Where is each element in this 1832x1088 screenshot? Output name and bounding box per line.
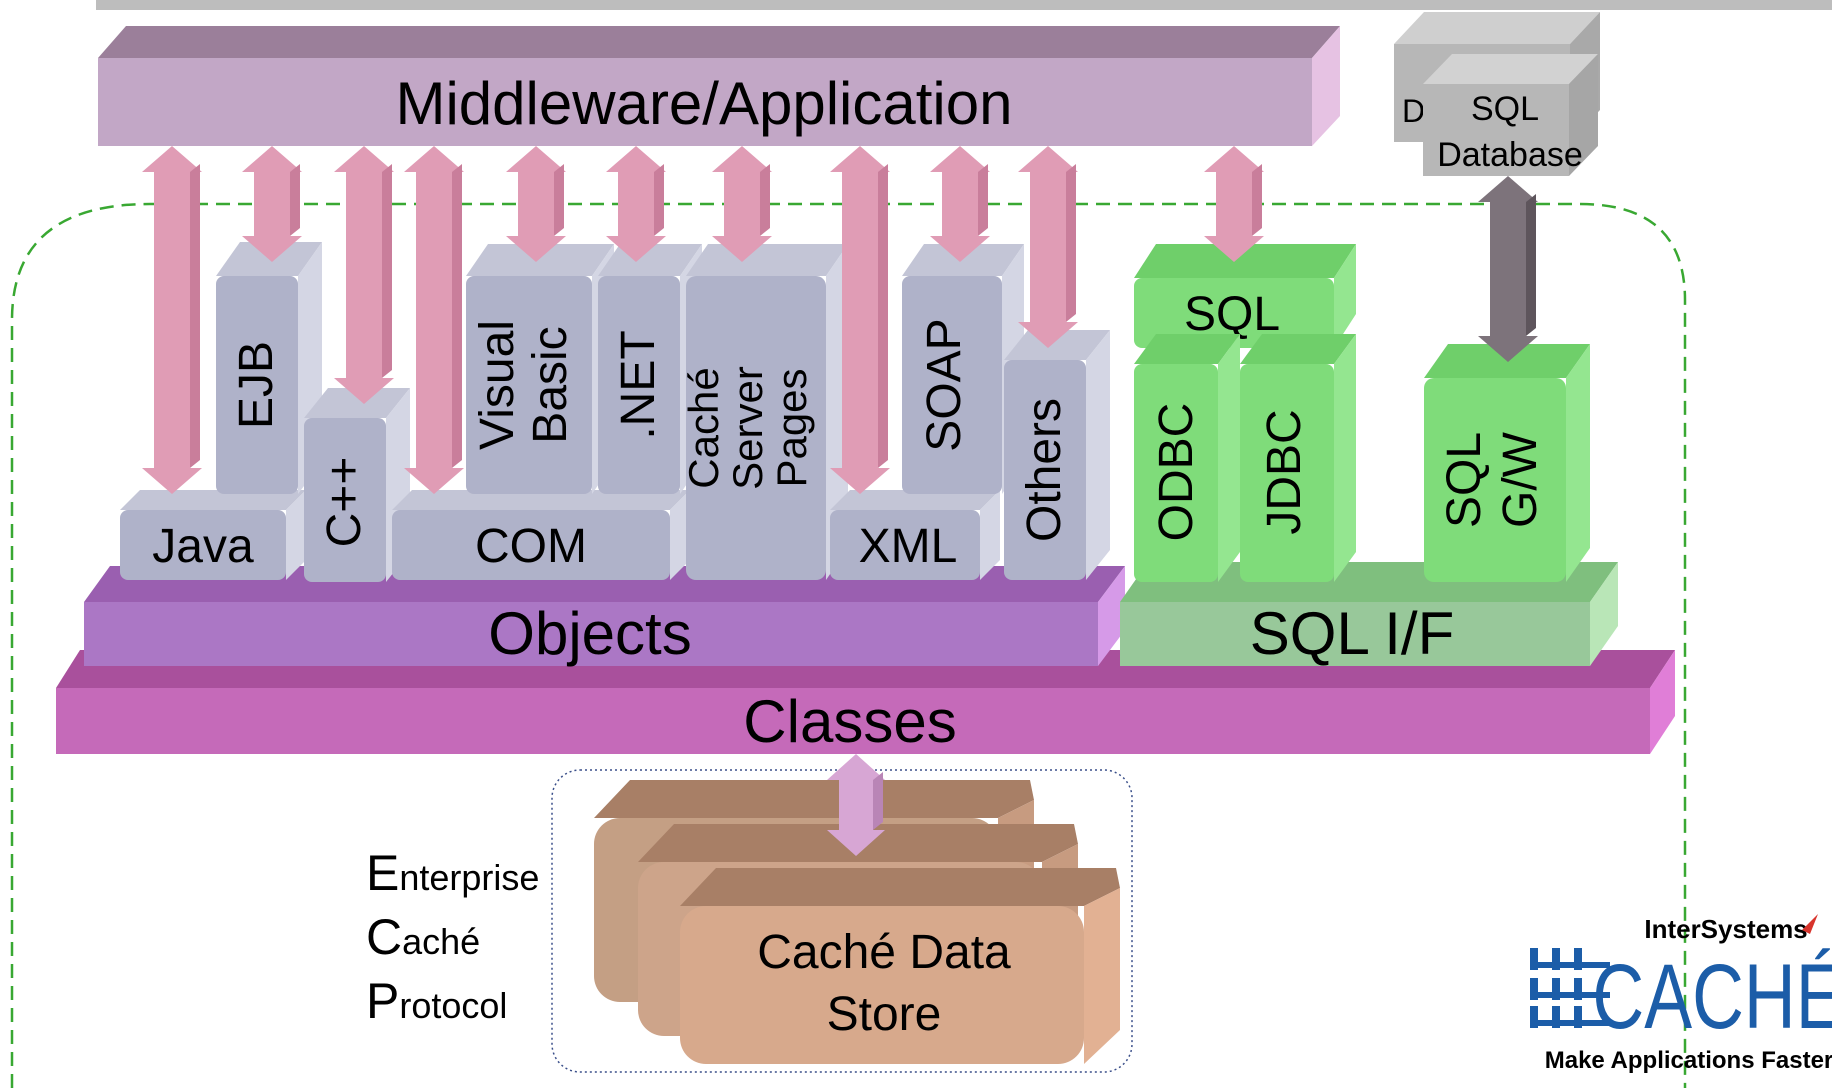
logo-tagline: Make Applications Faster [1545,1047,1832,1074]
arrow-cpp-side [382,164,392,378]
arrow-others [1018,146,1078,348]
arrow-soap-side [978,164,988,236]
csp-label-1: Caché [680,367,727,488]
arrow-java-side [190,164,200,468]
middleware-label: Middleware/Application [396,70,1013,137]
others-label: Others [1018,398,1071,542]
sql-block: SQL [1134,244,1356,348]
svg-text:Enterprise: Enterprise [366,845,539,901]
arrow-cpp [334,146,394,404]
cpp-block: C++ [304,388,410,582]
arrow-xml [830,146,890,494]
sql-database-label-1: SQL [1471,90,1539,128]
arrow-dotnet [606,146,666,262]
data-store-label-2: Store [827,988,942,1041]
objects-bar: Objects [84,566,1125,667]
arrow-xml-side [878,164,888,468]
jdbc-label: JDBC [1258,409,1311,534]
arrow-ecp [827,754,885,856]
arrow-soap [930,146,990,262]
arrow-ecp-side [873,772,883,830]
visual-basic-block: Visual Basic [466,244,614,494]
arrow-ejb-side [290,164,300,236]
arrow-java [142,146,202,494]
arrow-com [404,146,464,494]
logo-product: CACHÉ [1592,945,1832,1048]
jdbc-block: JDBC [1240,334,1356,582]
ecp-label: Enterprise Caché Protocol [366,845,539,1029]
ecp-dashed-boundary [10,202,1687,1088]
arrow-com-side [452,164,462,468]
arrow-sql-gw-side [1526,194,1536,336]
others-block: Others [1004,330,1110,580]
com-block: COM [392,490,690,580]
sql-gw-block: SQL G/W [1424,344,1590,582]
classes-label: Classes [743,688,956,755]
xml-label: XML [859,520,958,573]
odbc-label: ODBC [1150,403,1203,542]
xml-block: XML [830,490,1000,580]
arrow-csp [712,146,772,262]
cpp-label: C++ [318,457,371,548]
arrow-sql [1204,146,1264,262]
arrow-sql-gw [1478,176,1538,362]
sql-database-label-2: Database [1437,136,1583,174]
dotnet-block: .NET [598,244,702,494]
arrow-others-side [1066,164,1076,322]
arrow-visual-basic-side [554,164,564,236]
cache-data-store: Caché Data Store [680,868,1120,1064]
arrow-csp-side [760,164,770,236]
sql-if-label: SQL I/F [1250,600,1455,667]
objects-label: Objects [488,600,691,667]
svg-text:Protocol: Protocol [366,973,507,1029]
sql-database: SQL Database [1423,54,1598,176]
soap-label: SOAP [918,318,971,451]
csp-label-3: Pages [768,368,815,487]
logo-company: InterSystems [1644,914,1807,944]
arrows [142,146,1538,856]
com-label: COM [475,520,587,573]
visual-basic-label-2: Basic [524,326,577,443]
arrow-dotnet-side [654,164,664,236]
visual-basic-label-1: Visual [471,320,524,450]
java-label: Java [152,520,254,573]
arrow-visual-basic [506,146,566,262]
soap-block: SOAP [902,244,1024,494]
data-store-label-1: Caché Data [757,926,1011,979]
java-block: Java [120,490,306,580]
svg-text:D: D [1402,93,1425,129]
dotnet-label: .NET [612,330,665,439]
sql-gw-label-2: G/W [1494,431,1547,528]
svg-text:Caché: Caché [366,909,480,965]
sql-gw-label-1: SQL [1438,432,1491,528]
ejb-label: EJB [230,341,283,429]
intersystems-cache-logo: InterSystems CACHÉ Make Applications Fas… [1530,914,1832,1074]
logo-mark-icon [1530,948,1610,1028]
top-rule [96,0,1832,10]
cache-server-pages-block: Caché Server Pages [680,244,848,580]
sql-label: SQL [1184,288,1280,341]
csp-label-2: Server [724,366,771,490]
logo-flame-icon [1802,914,1818,934]
odbc-block: ODBC [1134,334,1240,582]
arrow-ejb [242,146,302,262]
middleware-bar: Middleware/Application [98,26,1340,146]
arrow-sql-side [1252,164,1262,236]
